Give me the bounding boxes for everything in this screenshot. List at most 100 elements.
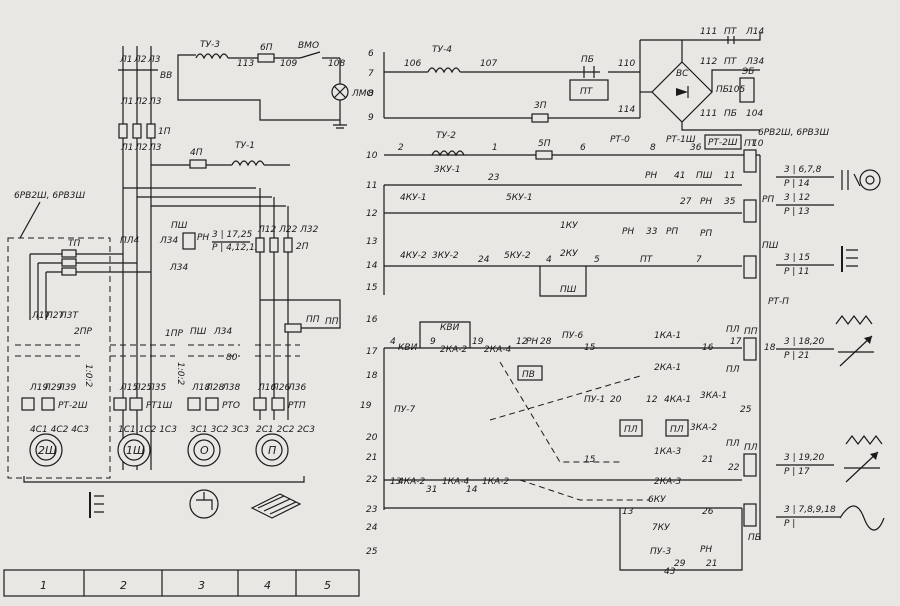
contact-rp-r13b: РП bbox=[700, 229, 712, 239]
coil-tu2-label: ТУ-2 bbox=[436, 131, 456, 141]
contact-4ka2-label: 4КА-2 bbox=[398, 477, 426, 487]
pl-block-r20 bbox=[619, 419, 643, 437]
pl-block-r20b bbox=[665, 419, 689, 437]
relay-rn-contacts-top: 3 | 17,25 bbox=[212, 230, 253, 240]
contacts-pb-top: 3 | 7,8,9,18 bbox=[784, 505, 836, 515]
row-7: 7 bbox=[368, 69, 374, 79]
contacts-rp-bottom: Р | 13 bbox=[784, 207, 810, 217]
contact-2ka3-label: 2КА-3 bbox=[654, 477, 682, 487]
row-11: 11 bbox=[366, 181, 377, 191]
fuse-3p-label: 3П bbox=[534, 101, 547, 111]
contact-1ka2-label: 1КА-2 bbox=[482, 477, 510, 487]
label-l39: Л39 bbox=[57, 383, 76, 393]
contact-pt-top-label: ПТ bbox=[724, 27, 738, 37]
wire-12: 12 bbox=[516, 337, 528, 347]
phase-l3-label: Л3 bbox=[147, 55, 161, 65]
label-l2b: Л2 bbox=[134, 143, 148, 153]
motor-p-label: П bbox=[268, 444, 276, 457]
contactor-row: Л1Т Л2Т Л3Т 2ПР 1ПР ПШ Л34 80 1:0:2 1:0:… bbox=[15, 299, 341, 388]
motor-o-label: О bbox=[200, 444, 209, 457]
motor-2sh: 2Ш bbox=[29, 433, 63, 467]
motor-2sh-label: 2Ш bbox=[38, 444, 57, 457]
contact-1ka4-label: 1КА-4 bbox=[442, 477, 470, 487]
coil-rp-label: РП bbox=[762, 195, 774, 205]
contacts-rp-top: 3 | 12 bbox=[784, 193, 810, 203]
wire-16: 16 bbox=[702, 343, 714, 353]
contact-psh-r15: ПШ bbox=[560, 285, 577, 295]
wire-27: 27 bbox=[680, 197, 692, 207]
wire-20: 20 bbox=[610, 395, 622, 405]
contact-pt-mid-label: ПТ bbox=[724, 57, 738, 67]
sine-symbol bbox=[839, 505, 885, 531]
row-15: 15 bbox=[366, 283, 378, 293]
motor-1sh: 1Ш bbox=[117, 433, 151, 467]
mech-link-b bbox=[489, 375, 641, 421]
wire-35: 35 bbox=[724, 197, 736, 207]
wire-11: 11 bbox=[724, 171, 735, 181]
phase-l1-label: Л1 bbox=[119, 55, 133, 65]
row-10: 10 bbox=[366, 151, 378, 161]
wire-108: 108 bbox=[328, 59, 345, 69]
contacts-pl-top: 3 | 19,20 bbox=[784, 453, 825, 463]
coil-tu1-label: ТУ-1 bbox=[235, 141, 255, 151]
label-l1t: Л1Т bbox=[31, 311, 51, 321]
phase-l2-label: Л2 bbox=[133, 55, 147, 65]
footer-cell-3: 3 bbox=[198, 579, 205, 592]
lower-labels: Л19 Л29 Л39 Л15 Л25 Л35 Л18 Л28 Л38 Л16 … bbox=[29, 383, 306, 393]
coolant-icon bbox=[189, 489, 219, 519]
switch-pu1-label: ПУ-1 bbox=[584, 395, 605, 405]
enclosure-6rv bbox=[7, 237, 111, 479]
psh-label: ПШ bbox=[171, 221, 188, 231]
label-80: 80 bbox=[226, 353, 238, 363]
relay-rn-contacts-bottom: Р | 4,12,13 bbox=[212, 243, 261, 253]
fuse-4p-label: 4П bbox=[190, 148, 203, 158]
label-pp-right: ПП bbox=[325, 317, 339, 327]
fuse-tp-a bbox=[61, 249, 77, 258]
coil-tu3-label: ТУ-3 bbox=[200, 40, 220, 50]
wire-14: 14 bbox=[466, 485, 478, 495]
relay-rt2sh-right-label: РТ-2Ш bbox=[708, 138, 738, 148]
label-l25: Л25 bbox=[133, 383, 152, 393]
motor-p: П bbox=[255, 433, 289, 467]
label-l34-mid: Л34 bbox=[213, 327, 232, 337]
wire-4-r17: 4 bbox=[390, 337, 396, 347]
coil-pl bbox=[743, 453, 757, 477]
wire-4: 4 bbox=[546, 255, 552, 265]
rectifier-vs-label: ВС bbox=[676, 69, 689, 79]
button-3ku1-label: 3КУ-1 bbox=[434, 165, 461, 175]
contact-pl-r18: ПЛ bbox=[726, 365, 740, 375]
button-5ku1-label: 5КУ-1 bbox=[506, 193, 533, 203]
contact-3ka2-label: 3КА-2 bbox=[690, 423, 718, 433]
thermal-c2 bbox=[205, 397, 219, 411]
coil-pb bbox=[743, 503, 757, 527]
contact-4ka1-label: 4КА-1 bbox=[664, 395, 691, 405]
fuse-6p-label: 6П bbox=[260, 43, 273, 53]
wire-111-bottom: 111 bbox=[700, 109, 717, 119]
contact-pv-label: ПВ bbox=[522, 370, 535, 380]
relay-rtp-label: РТП bbox=[288, 401, 306, 411]
switch-pu6-label: ПУ-6 bbox=[562, 331, 583, 341]
button-4ku2-label: 4КУ-2 bbox=[400, 251, 427, 261]
contact-1ka1-label: 1КА-1 bbox=[654, 331, 681, 341]
contact-rn-r13: РН bbox=[622, 227, 634, 237]
table-icon bbox=[250, 493, 302, 519]
footer-cell-4: 4 bbox=[264, 579, 271, 592]
contact-pl-r21: ПЛ bbox=[726, 439, 740, 449]
l34b-label: Л34 bbox=[169, 263, 188, 273]
fuse-6p bbox=[257, 53, 275, 63]
contact-2ka4-label: 2КА-4 bbox=[484, 345, 512, 355]
wire-106: 106 bbox=[404, 59, 421, 69]
label-l18: Л18 bbox=[191, 383, 210, 393]
thermal-d2 bbox=[271, 397, 285, 411]
ratio-label-b: 1:0:2 bbox=[175, 362, 185, 386]
label-2pr: 2ПР bbox=[74, 327, 92, 337]
button-3ku2-label: 3КУ-2 bbox=[432, 251, 459, 261]
spindle-icon bbox=[89, 492, 104, 518]
fuse-1p-c bbox=[146, 123, 156, 139]
wire-41: 41 bbox=[674, 171, 685, 181]
label-l36: Л36 bbox=[287, 383, 306, 393]
enclosure-6rv-label: 6РВ2Ш, 6РВ3Ш bbox=[14, 191, 85, 201]
switch-vmo-label: ВМО bbox=[298, 41, 319, 51]
wire-17: 17 bbox=[730, 337, 742, 347]
label-psh-mid: ПШ bbox=[190, 327, 207, 337]
